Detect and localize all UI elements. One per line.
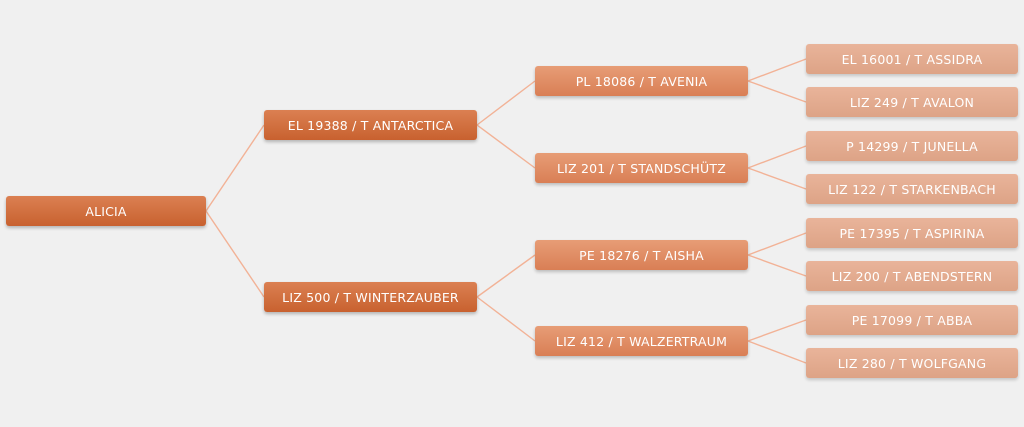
node-label: LIZ 500 / T WINTERZAUBER: [282, 289, 459, 305]
node-label: EL 16001 / T ASSIDRA: [841, 51, 983, 67]
connector-line: [205, 210, 265, 298]
connector-line: [747, 254, 807, 277]
great-grandparent-node[interactable]: P 14299 / T JUNELLA: [806, 131, 1018, 161]
connector-line: [747, 58, 807, 82]
sire-node[interactable]: EL 19388 / T ANTARCTICA: [264, 110, 477, 140]
paternal-granddam-node[interactable]: LIZ 201 / T STANDSCHÜTZ: [535, 153, 748, 183]
connector-line: [476, 124, 536, 169]
great-grandparent-node[interactable]: PE 17099 / T ABBA: [806, 305, 1018, 335]
node-label: P 14299 / T JUNELLA: [846, 138, 978, 154]
animal-node-alicia[interactable]: ALICIA: [6, 196, 206, 226]
node-label: PE 18276 / T AISHA: [579, 247, 704, 263]
dam-node[interactable]: LIZ 500 / T WINTERZAUBER: [264, 282, 477, 312]
maternal-grandsire-node[interactable]: PE 18276 / T AISHA: [535, 240, 748, 270]
connector-line: [747, 340, 807, 364]
great-grandparent-node[interactable]: EL 16001 / T ASSIDRA: [806, 44, 1018, 74]
connector-line: [747, 232, 807, 256]
node-label: PL 18086 / T AVENIA: [575, 73, 708, 89]
connector-line: [747, 319, 807, 342]
paternal-grandsire-node[interactable]: PL 18086 / T AVENIA: [535, 66, 748, 96]
maternal-granddam-node[interactable]: LIZ 412 / T WALZERTRAUM: [535, 326, 748, 356]
great-grandparent-node[interactable]: LIZ 122 / T STARKENBACH: [806, 174, 1018, 204]
connector-line: [476, 296, 536, 342]
node-label: LIZ 280 / T WOLFGANG: [837, 355, 987, 371]
connector-line: [747, 145, 807, 169]
great-grandparent-node[interactable]: LIZ 280 / T WOLFGANG: [806, 348, 1018, 378]
node-label: LIZ 249 / T AVALON: [849, 94, 975, 110]
connector-line: [476, 254, 536, 298]
node-label: LIZ 200 / T ABENDSTERN: [831, 268, 993, 284]
node-label: PE 17099 / T ABBA: [851, 312, 973, 328]
great-grandparent-node[interactable]: LIZ 249 / T AVALON: [806, 87, 1018, 117]
connector-line: [205, 124, 265, 212]
node-label: LIZ 122 / T STARKENBACH: [828, 181, 996, 197]
node-label: LIZ 201 / T STANDSCHÜTZ: [557, 160, 726, 176]
node-label: PE 17395 / T ASPIRINA: [839, 225, 985, 241]
node-label: LIZ 412 / T WALZERTRAUM: [555, 333, 728, 349]
connector-line: [747, 80, 807, 103]
connector-line: [747, 167, 807, 190]
great-grandparent-node[interactable]: LIZ 200 / T ABENDSTERN: [806, 261, 1018, 291]
node-label: EL 19388 / T ANTARCTICA: [287, 117, 454, 133]
great-grandparent-node[interactable]: PE 17395 / T ASPIRINA: [806, 218, 1018, 248]
connector-line: [476, 80, 536, 126]
node-label: ALICIA: [85, 203, 127, 219]
